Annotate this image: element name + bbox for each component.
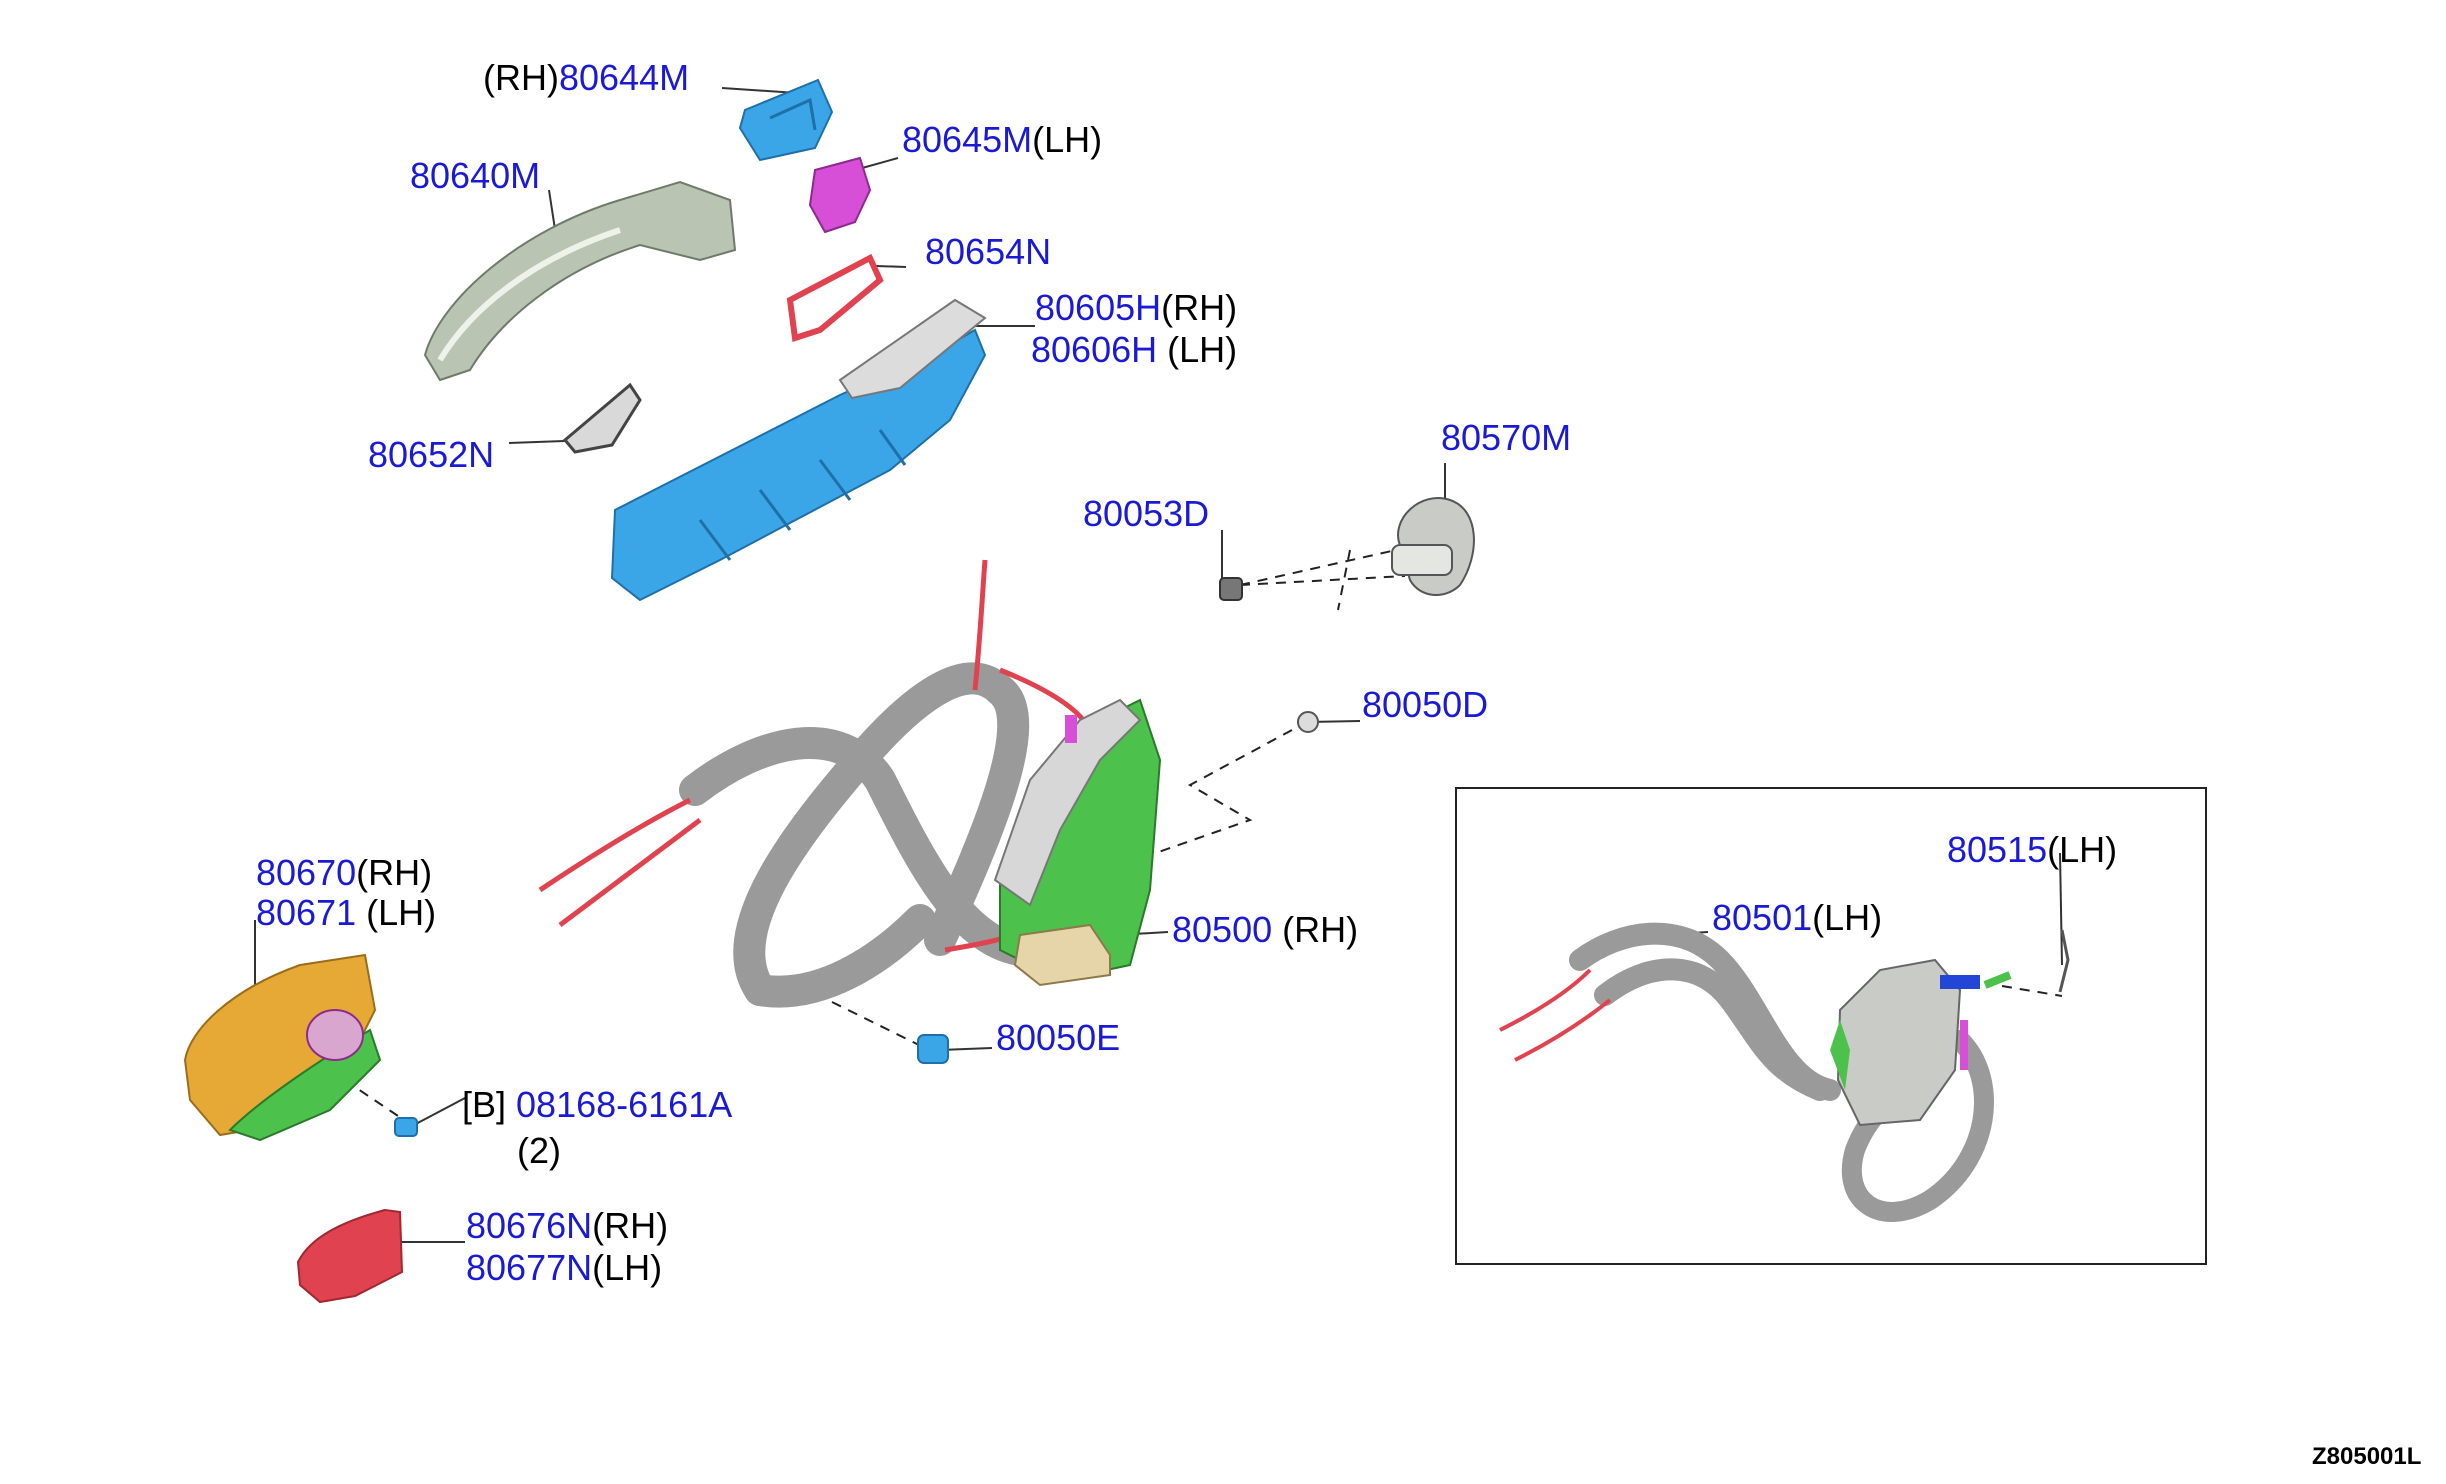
lock-cables: [538, 559, 1093, 1008]
part-number: 80671: [256, 892, 357, 933]
callout-80050d: 80050D: [1362, 685, 1488, 725]
part-number: 80677N: [466, 1247, 593, 1288]
small-gasket-part: [562, 382, 642, 454]
part-number: 80676N: [466, 1205, 593, 1246]
callout-80500: 80500 (RH): [1172, 910, 1358, 950]
part-number: 80640M: [410, 155, 541, 196]
callout-suffix: (LH): [1167, 329, 1238, 370]
part-number: 80645M: [902, 119, 1033, 160]
escutcheon-rh-part: [738, 78, 834, 162]
outside-handle-part: [423, 180, 737, 382]
callout-80677n: 80677N(LH): [466, 1248, 662, 1288]
callout-80570m: 80570M: [1441, 418, 1571, 458]
callout-suffix: (LH): [2047, 829, 2118, 870]
cap-lh-part: [808, 156, 872, 234]
callout-prefix: (RH): [483, 57, 559, 98]
callout-suffix: (RH): [592, 1205, 669, 1246]
callout-80515: 80515(LH): [1947, 830, 2117, 870]
callout-80640m: 80640M: [410, 156, 540, 196]
door-lock-body-lh-part: [1830, 958, 2012, 1127]
callout-suffix: (LH): [1032, 119, 1103, 160]
leader-lines: [254, 87, 2063, 1243]
part-number: 80654N: [925, 231, 1052, 272]
callout-80671: 80671 (LH): [256, 893, 436, 933]
callout-80670: 80670(RH): [256, 853, 432, 893]
callout-prefix: [B]: [462, 1084, 507, 1125]
bezel-part: [296, 1208, 404, 1304]
callout-80605h: 80605H(RH): [1035, 288, 1237, 328]
assembly-lines: [299, 547, 2063, 1125]
callout-quantity: (2): [517, 1131, 561, 1171]
callout-80645m: 80645M(LH): [902, 120, 1102, 160]
part-number: 80050E: [996, 1017, 1121, 1058]
striker-part: [1391, 497, 1475, 597]
quantity-note: (2): [517, 1130, 561, 1171]
lh-rod-part: [2058, 929, 2070, 993]
callout-80606h: 80606H (LH): [1031, 330, 1237, 370]
callout-80644m: (RH)80644M: [483, 58, 689, 98]
door-lock-body-rh-part: [993, 698, 1162, 987]
callout-80652n: 80652N: [368, 435, 494, 475]
part-number: 80501: [1712, 897, 1813, 938]
inside-handle-part: [183, 953, 382, 1142]
callout-80050e: 80050E: [996, 1018, 1120, 1058]
callout-80053d: 80053D: [1083, 494, 1209, 534]
part-number: 80515: [1947, 829, 2048, 870]
part-number: 80050D: [1362, 684, 1489, 725]
clip-e-part: [917, 1034, 949, 1064]
lh-inset-frame: [1455, 787, 2207, 1265]
callout-80654n: 80654N: [925, 232, 1051, 272]
gasket-part: [786, 253, 884, 342]
diagram-code: Z805001L: [2312, 1443, 2422, 1470]
part-number: 08168-6161A: [516, 1084, 733, 1125]
bracket-part: [610, 298, 987, 602]
callout-08168-6161a: [B] 08168-6161A: [462, 1085, 732, 1125]
callout-suffix: (RH): [1282, 909, 1359, 950]
screw-part: [394, 1117, 418, 1137]
callout-suffix: (LH): [366, 892, 437, 933]
part-number: 80606H: [1031, 329, 1158, 370]
part-number: 80053D: [1083, 493, 1210, 534]
clip-part: [1297, 711, 1319, 733]
part-number: 80644M: [558, 57, 690, 98]
callout-80676n: 80676N(RH): [466, 1206, 668, 1246]
callout-suffix: (RH): [356, 852, 433, 893]
part-number: 80652N: [368, 434, 495, 475]
callout-suffix: (LH): [592, 1247, 663, 1288]
bolt-part: [1219, 577, 1243, 601]
part-number: 80570M: [1441, 417, 1572, 458]
callout-80501: 80501(LH): [1712, 898, 1882, 938]
callout-suffix: (LH): [1812, 897, 1883, 938]
part-number: 80500: [1172, 909, 1273, 950]
part-number: 80670: [256, 852, 357, 893]
callout-suffix: (RH): [1161, 287, 1238, 328]
part-number: 80605H: [1035, 287, 1162, 328]
